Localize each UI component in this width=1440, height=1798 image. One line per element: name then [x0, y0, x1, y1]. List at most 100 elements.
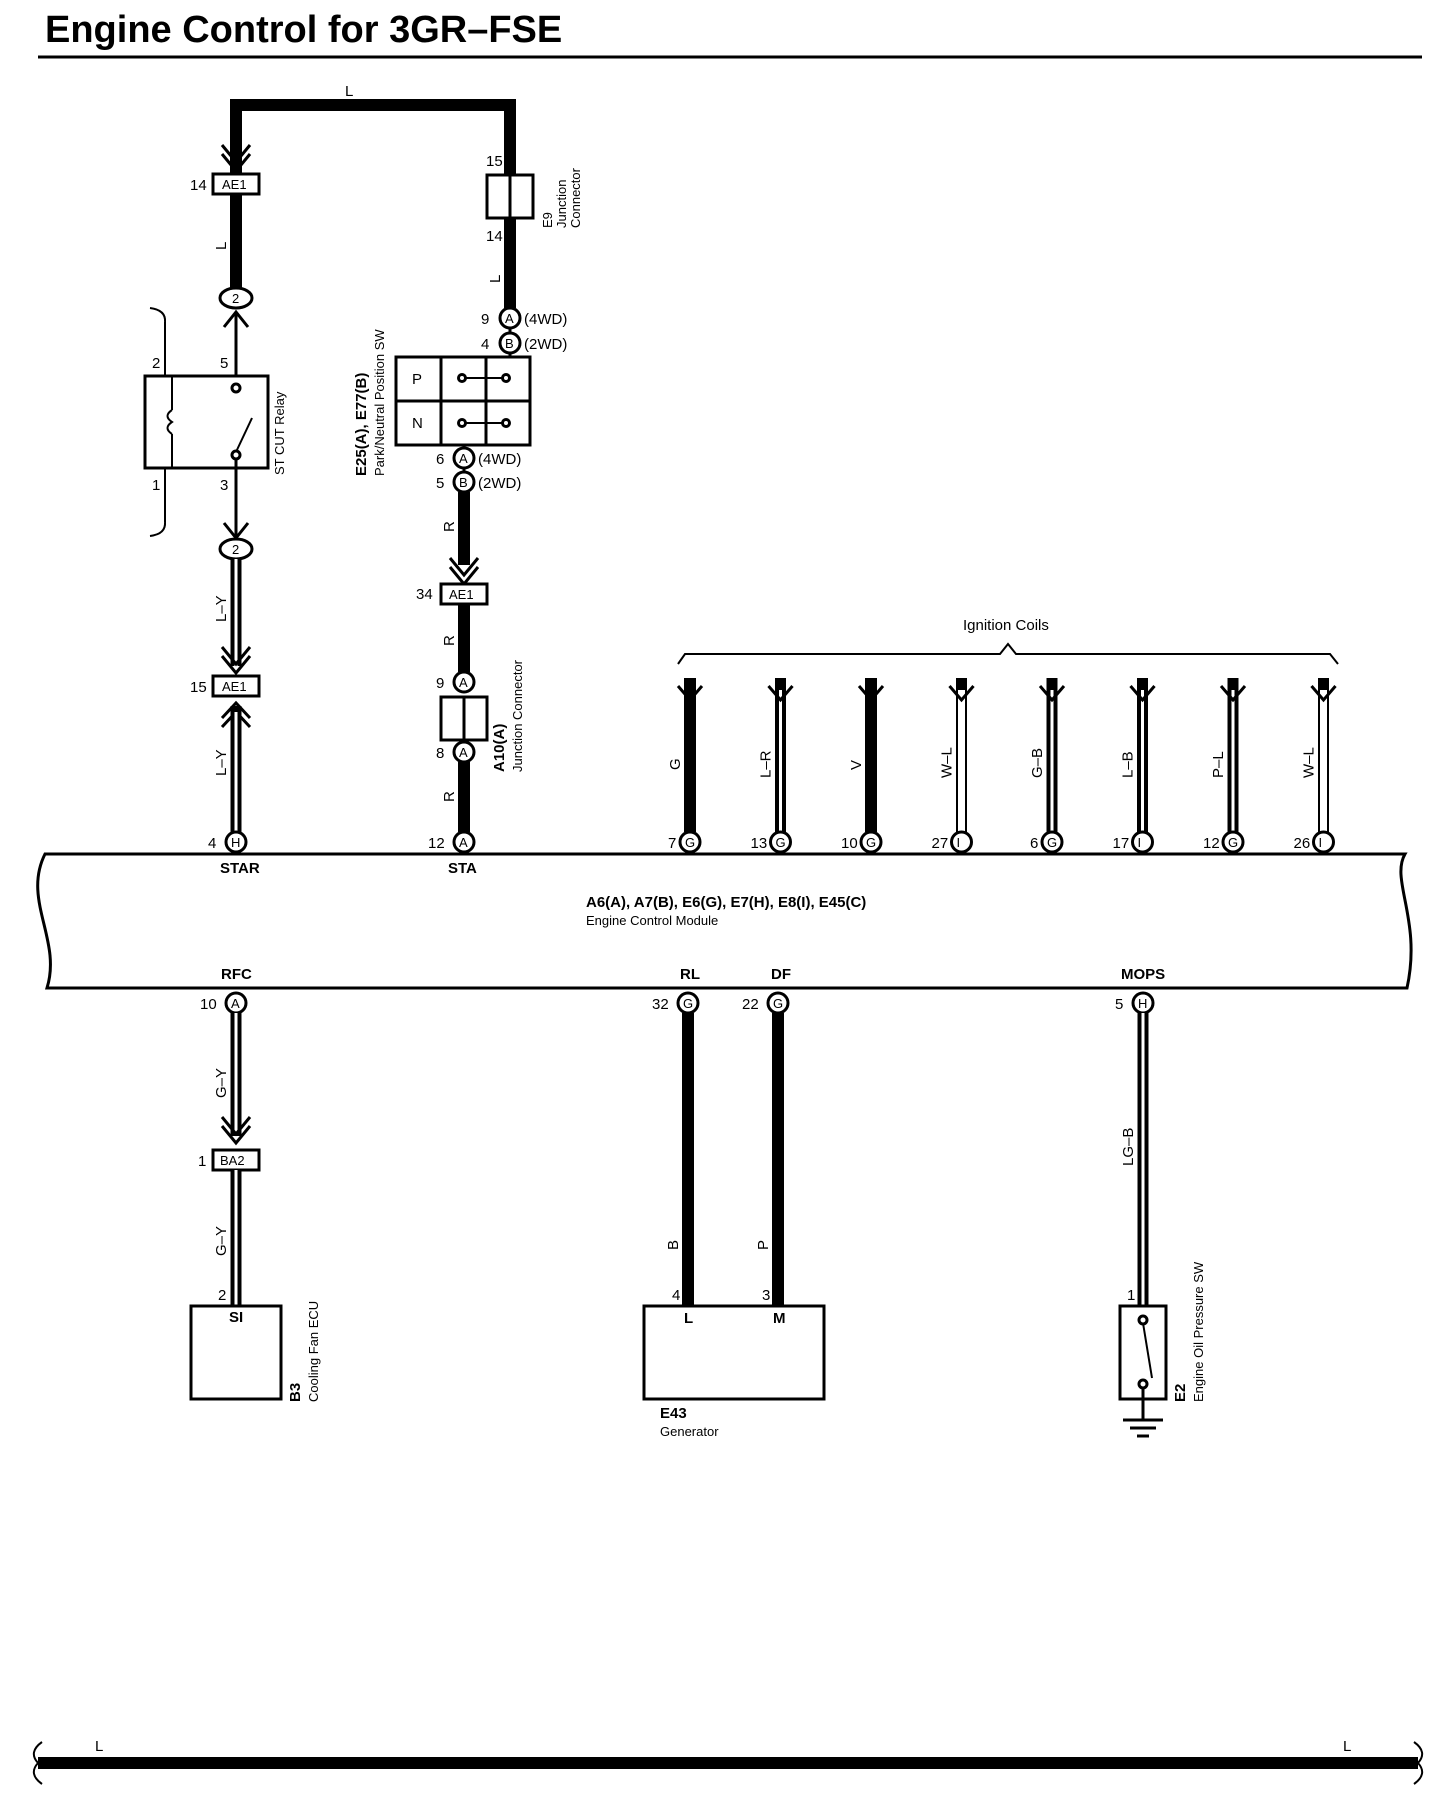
sta-arrow-1 — [448, 557, 480, 578]
wire-rfc-gy-2-label: G–Y — [213, 1226, 230, 1256]
bottom-bus: L L — [32, 1738, 1424, 1785]
coil-connector-7 — [1221, 830, 1245, 854]
coil-connector-letter-4: I — [957, 835, 961, 850]
wire-rfc-gy-1-label: G–Y — [213, 1068, 230, 1098]
relay-pin-3: 3 — [220, 477, 228, 494]
junction-connector-a10: A10(A) Junction Connector — [439, 659, 525, 772]
a10-top-connector — [452, 670, 476, 694]
pnp-top-b-note: (2WD) — [524, 336, 567, 353]
a10-bottom-letter: A — [459, 745, 468, 760]
pnp-bot-b-letter: B — [459, 475, 468, 490]
left-ae1-bottom-pin: 15 — [190, 679, 207, 696]
coil-wire-arrow-2 — [767, 685, 794, 703]
ecm-codes: A6(A), A7(B), E6(G), E7(H), E8(I), E45(C… — [586, 894, 866, 911]
cooling-fan-code: B3 — [287, 1383, 304, 1402]
generator-pin-l: 4 — [672, 1287, 680, 1304]
pnp-bot-b-pin: 5 — [436, 475, 444, 492]
wire-e9-label: L — [487, 275, 504, 283]
ecm-rl-letter: G — [683, 996, 693, 1011]
pnp-bot-a-letter: A — [459, 451, 468, 466]
coil-connector-letter-2: G — [776, 835, 786, 850]
cooling-fan-pin: 2 — [218, 1287, 226, 1304]
coil-wire-arrow-3 — [857, 685, 885, 703]
ecm-star-pin: 4 — [208, 835, 216, 852]
e9-name-1: Junction — [554, 180, 569, 228]
generator: L M E43 Generator — [642, 1304, 826, 1439]
coil-wire-color-2: L–R — [758, 750, 775, 778]
generator-term-l: L — [684, 1310, 693, 1327]
pnp-bot-a-pin: 6 — [436, 451, 444, 468]
cooling-fan-terminal: SI — [229, 1309, 243, 1326]
wire-df-p-label: P — [755, 1240, 772, 1250]
wire-left-ly-1-label: L–Y — [213, 595, 230, 622]
coil-wire-color-6: L–B — [1120, 751, 1137, 778]
wire-sta-r3-label: R — [441, 791, 458, 802]
ecm-sta-signal: STA — [448, 860, 477, 877]
ecm-df-signal: DF — [771, 966, 791, 983]
coil-wire-arrow-5 — [1038, 685, 1066, 703]
ecm-sta-letter: A — [459, 835, 468, 850]
ignition-coils-label: Ignition Coils — [963, 617, 1049, 634]
left-arrow-1 — [220, 144, 252, 165]
engine-oil-pressure-switch: E2 Engine Oil Pressure SW — [1118, 1261, 1206, 1438]
relay-bottom-conn-label: 2 — [232, 542, 239, 557]
pnp-pos-n: N — [412, 415, 423, 432]
ecm-rl-signal: RL — [680, 966, 700, 983]
coil-wire-arrow-8 — [1310, 685, 1337, 703]
pnp-name: Park/Neutral Position SW — [372, 329, 387, 476]
generator-code: E43 — [660, 1405, 687, 1422]
coil-wire-arrow-4 — [948, 685, 975, 703]
left-ae1-bottom-connector — [211, 674, 261, 698]
coil-wire-arrow-7 — [1219, 685, 1247, 703]
coil-connector-letter-6: I — [1138, 835, 1142, 850]
pnp-top-b-pin: 4 — [481, 336, 489, 353]
pnp-top-b-letter: B — [505, 336, 514, 351]
ecm-sta-pin: 12 — [428, 835, 445, 852]
coil-wire-color-1: G — [667, 758, 684, 770]
ba2-pin: 1 — [198, 1153, 206, 1170]
ecm-df-letter: G — [773, 996, 783, 1011]
e9-pin-top: 15 — [486, 153, 503, 170]
wire-rl-b-label: B — [665, 1240, 682, 1250]
wire-sta-r1-label: R — [441, 521, 458, 532]
pnp-top-a-letter: A — [505, 311, 514, 326]
wire-sta-r2-label: R — [441, 635, 458, 646]
oil-pressure-name: Engine Oil Pressure SW — [1191, 1261, 1206, 1402]
a10-top-letter: A — [459, 675, 468, 690]
relay-pin-2: 2 — [152, 355, 160, 372]
oil-pressure-pin: 1 — [1127, 1287, 1135, 1304]
ecm-mops-pin: 5 — [1115, 996, 1123, 1013]
ecm-star-signal: STAR — [220, 860, 260, 877]
relay-top-connector — [218, 286, 254, 310]
coil-connector-6 — [1131, 830, 1154, 854]
coil-wire-color-5: G–B — [1029, 748, 1046, 778]
ecm-rfc-pin: 10 — [200, 996, 217, 1013]
junction-connector-e9: 15 14 E9 Junction Connector — [485, 153, 583, 245]
relay-top-conn-label: 2 — [232, 291, 239, 306]
wire-top-l — [230, 99, 516, 184]
coil-wire-color-3: V — [848, 760, 865, 770]
park-neutral-position-switch: P N E25(A), E77(B) Park/Neutral Position… — [353, 329, 532, 476]
rfc-arrow-2 — [220, 1125, 252, 1146]
coil-connector-letter-8: I — [1319, 835, 1323, 850]
relay-pin-5: 5 — [220, 355, 228, 372]
coil-wire-color-8: W–L — [1301, 747, 1318, 778]
sta-ae1-pin: 34 — [416, 586, 433, 603]
coil-connector-5 — [1040, 830, 1064, 854]
bottom-bus-left-label: L — [95, 1738, 103, 1755]
coil-pin-4: 27 — [932, 835, 949, 852]
pnp-bot-a-note: (4WD) — [478, 451, 521, 468]
ecm-rl-pin: 32 — [652, 996, 669, 1013]
oil-pressure-code: E2 — [1172, 1384, 1189, 1402]
ecm-star-connector — [224, 830, 248, 854]
wire-left-ly-2-label: L–Y — [213, 749, 230, 776]
wire-left-l-label: L — [213, 242, 230, 250]
left-ae1-top-label: AE1 — [222, 177, 247, 192]
ecm-sta-connector — [452, 830, 476, 854]
pnp-code: E25(A), E77(B) — [353, 373, 370, 476]
coil-connector-letter-1: G — [685, 835, 695, 850]
e9-name-2: Connector — [568, 167, 583, 228]
left-ly-arrow-1 — [220, 646, 252, 667]
coil-wire-arrow-1 — [676, 685, 704, 703]
